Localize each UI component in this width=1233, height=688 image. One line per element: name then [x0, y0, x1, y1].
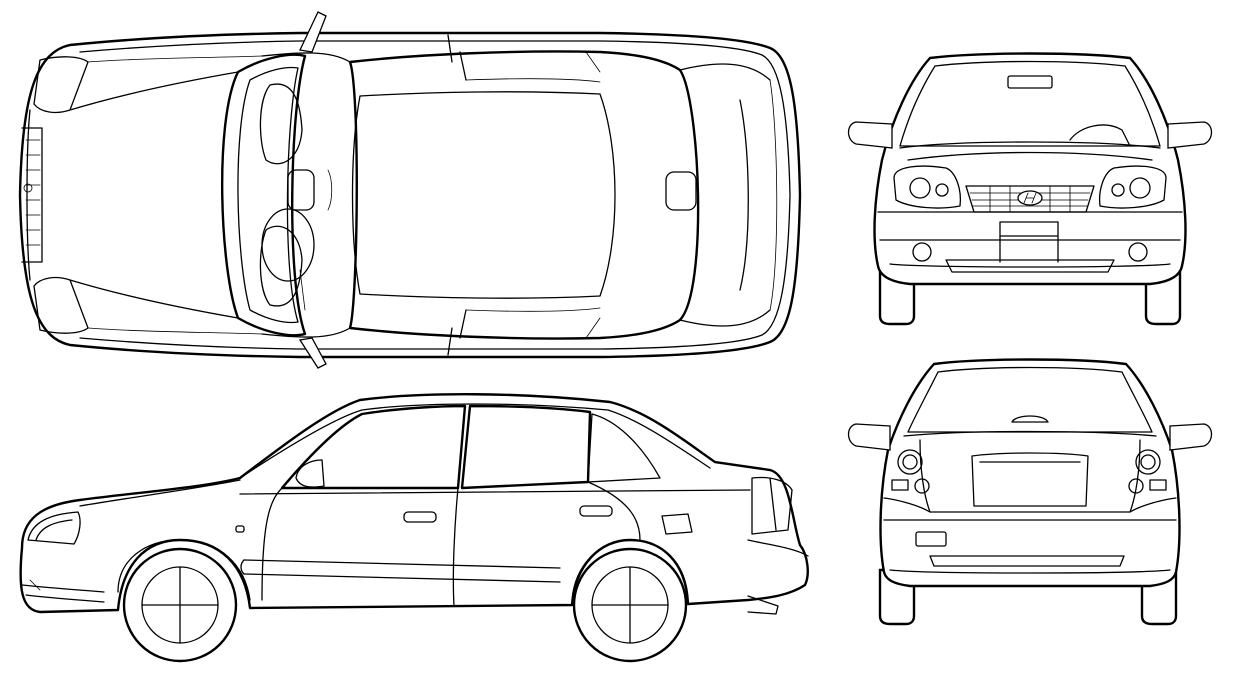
top-view-mirror-right [298, 337, 327, 369]
top-view-body-outline [18, 31, 802, 359]
front-view-mirror-right [1167, 121, 1213, 149]
rear-view-tail-light-right [1128, 449, 1167, 494]
side-view-rear-door-handle [579, 505, 613, 517]
side-view-front-door-handle [403, 511, 437, 523]
side-view [19, 393, 809, 663]
side-view-rear-wheel [572, 547, 688, 663]
side-view-window-rear [460, 404, 592, 490]
side-view-fuel-cap [661, 513, 693, 535]
front-view [847, 52, 1213, 326]
rear-view-mirror-left [847, 423, 891, 451]
rear-view-mirror-right [1169, 423, 1213, 451]
top-view [18, 11, 802, 369]
front-view-body-outline [873, 52, 1187, 286]
top-view-mirror-left [299, 11, 327, 53]
front-view-license-plate [999, 221, 1059, 237]
side-view-window-front [280, 404, 467, 490]
rear-view-tail-light-left [891, 449, 930, 494]
side-view-mirror [295, 459, 325, 488]
rear-view-body-outline [879, 358, 1181, 588]
side-view-body-outline [19, 393, 809, 614]
rear-view-license-plate [971, 452, 1089, 507]
side-view-front-wheel [122, 547, 238, 663]
rear-view [847, 358, 1213, 626]
front-view-mirror-left [847, 121, 893, 149]
